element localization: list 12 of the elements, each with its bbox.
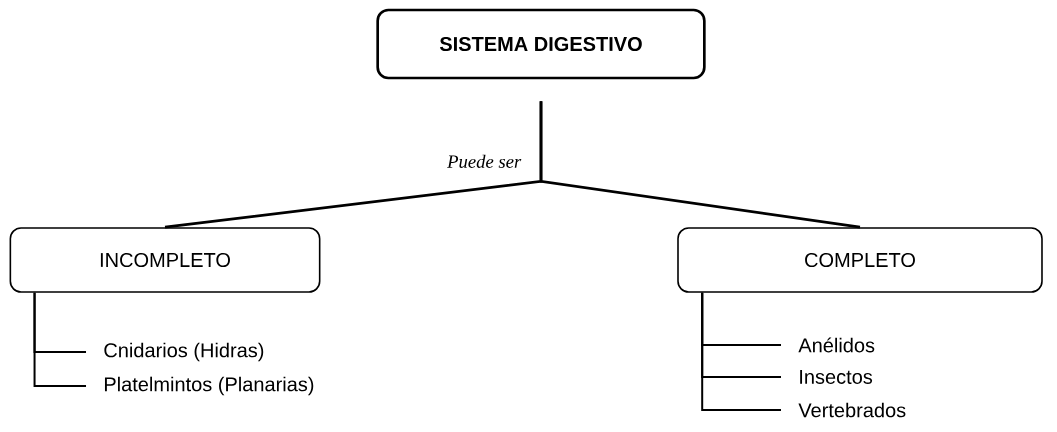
list-item: Anélidos bbox=[798, 337, 875, 353]
list-item: Platelmintos (Planarias) bbox=[105, 376, 314, 396]
list-item: Insectos bbox=[800, 370, 873, 384]
connector-line bbox=[539, 101, 861, 229]
bracket-line bbox=[701, 291, 782, 411]
list-item: Vertebrados bbox=[798, 402, 906, 418]
category-box: INCOMPLETO bbox=[9, 227, 321, 293]
edge-label: Puede ser bbox=[447, 154, 522, 168]
list-item: Cnidarios (Hidras) bbox=[104, 342, 264, 362]
bracket-line bbox=[33, 291, 87, 387]
category-box: COMPLETO bbox=[677, 227, 1043, 293]
title-box: SISTEMA DIGESTIVO bbox=[376, 8, 706, 80]
